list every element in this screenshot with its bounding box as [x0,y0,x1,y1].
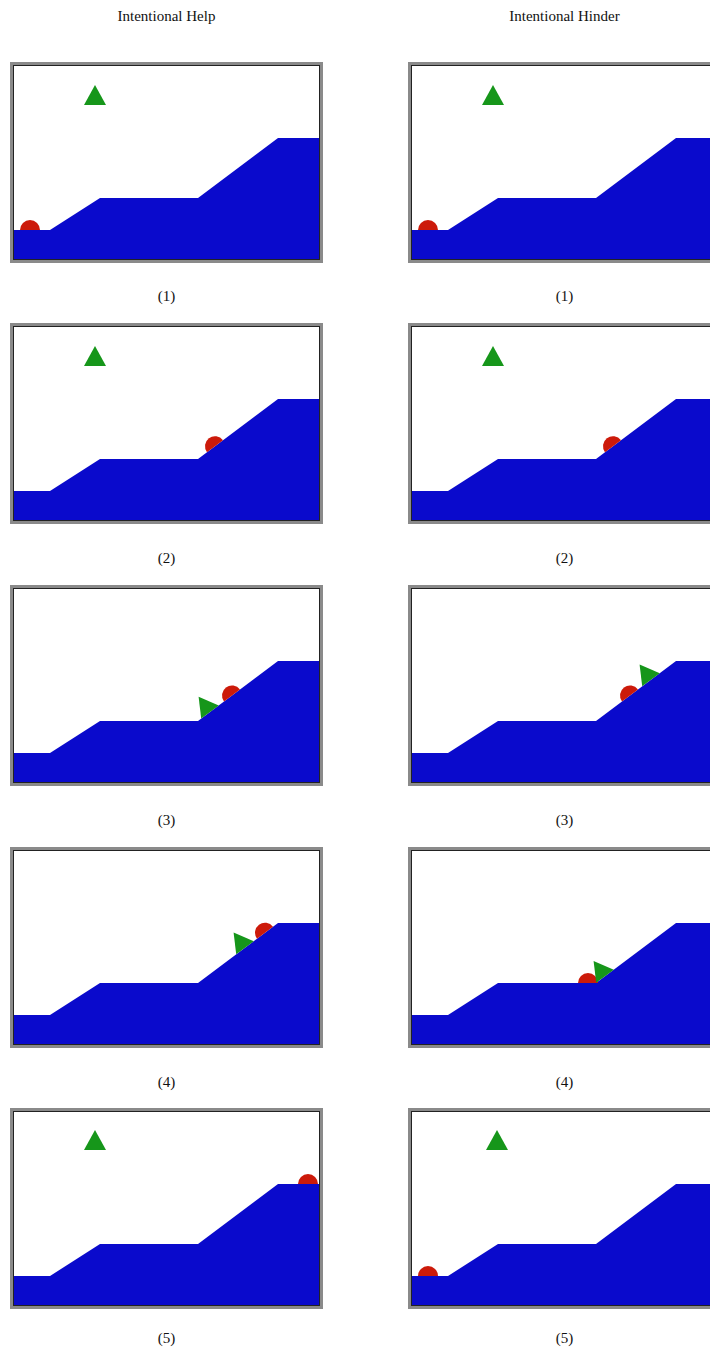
frame-inner-border [412,851,710,1045]
column-heading: Intentional Hinder [509,7,619,25]
frame-border [410,64,710,262]
climber-ball [418,1266,438,1276]
frame-inner-border [14,66,320,260]
frame-inner-border [412,589,710,783]
frame-number: (3) [158,811,176,829]
hill [13,923,320,1045]
frame-border [12,849,322,1047]
climber-ball [201,432,223,452]
hill [13,138,320,260]
agent-triangle [84,346,106,366]
frame-ground [408,1108,710,1309]
climber-ball [218,682,240,702]
frame-ground [408,847,710,1048]
frame-number: (2) [158,549,176,567]
frame-number: (2) [556,549,574,567]
frame-inner-border [412,1112,710,1306]
column-heading: Intentional Help [118,7,216,25]
frame-border [12,325,322,523]
climber-ball [578,973,598,983]
frame-ground [408,585,710,786]
frame-ground [10,1108,323,1309]
frame-border [12,64,322,262]
frame-ground [10,62,323,263]
climber-ball [251,919,273,939]
animation-frame [10,585,323,786]
agent-triangle [482,346,504,366]
agent-triangle [84,85,106,105]
frame-border [410,587,710,785]
animation-frame [408,847,710,1048]
frame-number: (1) [158,287,176,305]
agent-triangle [225,926,254,954]
agent-triangle [84,1130,106,1150]
hill [411,138,710,260]
frame-inner-border [14,589,320,783]
frame-border [12,1110,322,1308]
frame-number: (5) [158,1329,176,1347]
climber-ball [599,432,621,452]
frame-number: (4) [158,1073,176,1091]
climber-ball [20,220,40,230]
animation-frame [408,323,710,524]
frame-ground [408,323,710,524]
animation-frame [10,847,323,1048]
frame-inner-border [412,327,710,521]
agent-triangle [631,658,660,686]
hill [411,399,710,521]
animation-frame [408,1108,710,1309]
hill [411,661,710,783]
climber-ball [298,1174,318,1184]
agent-triangle [486,1130,508,1150]
hill [411,923,710,1045]
climber-ball [418,220,438,230]
animation-frame [408,62,710,263]
animation-frame [10,62,323,263]
frame-border [410,1110,710,1308]
climber-ball [616,682,638,702]
hill [13,399,320,521]
frame-ground [408,62,710,263]
frame-border [410,325,710,523]
animation-frame [10,1108,323,1309]
frame-number: (4) [556,1073,574,1091]
animation-frame [10,323,323,524]
hill [13,1184,320,1306]
hill [411,1184,710,1306]
frame-border [12,587,322,785]
animation-frame [408,585,710,786]
agent-triangle [190,690,219,718]
agent-triangle [482,85,504,105]
frame-inner-border [14,1112,320,1306]
frame-inner-border [14,327,320,521]
frame-ground [10,847,323,1048]
frame-ground [10,585,323,786]
hill [13,661,320,783]
frame-ground [10,323,323,524]
frame-inner-border [412,66,710,260]
frame-number: (5) [556,1329,574,1347]
frame-border [410,849,710,1047]
frame-inner-border [14,851,320,1045]
frame-number: (3) [556,811,574,829]
agent-triangle [585,954,614,982]
frame-number: (1) [556,287,574,305]
